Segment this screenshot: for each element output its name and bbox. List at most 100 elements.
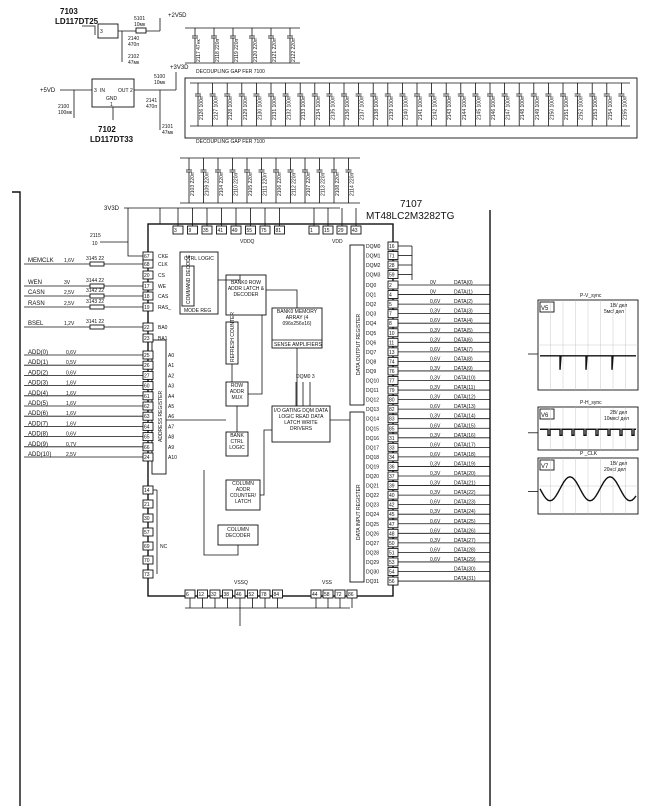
u7102-type: LD117DT33 — [90, 135, 134, 144]
cap-label: 2132 100п — [287, 96, 293, 120]
cap-label: 2127 100п — [214, 96, 220, 120]
ctrl-1-pin-name: WE — [158, 284, 167, 290]
scope-id: V5 — [541, 306, 549, 312]
dq-volt: 0,3V — [430, 481, 441, 487]
ctrl-2-pin-num: 18 — [144, 294, 150, 300]
data-output-register-block — [349, 244, 365, 406]
dq-pin-num: 33 — [389, 445, 395, 451]
dq-name: DQ11 — [366, 388, 379, 394]
dq-volt: 0V — [430, 290, 437, 296]
dq-pin-num: 2 — [389, 283, 392, 289]
chip-type: MT48LC2M3282TG — [366, 211, 455, 222]
vdd-pin-box — [308, 225, 320, 235]
dq-net: DATA(10) — [454, 376, 476, 382]
vdd-pin-box — [172, 225, 184, 235]
svg-text:10мк: 10мк — [154, 80, 166, 86]
addr-volt: 1,6V — [66, 401, 77, 407]
addr-net: ADD(9) — [28, 442, 48, 448]
cap-label: 2129 100п — [243, 96, 249, 120]
ctrl-3-pin-name: RAS_ — [158, 305, 171, 311]
addr-pin-num: 62 — [144, 404, 150, 410]
addr-net: ADD(8) — [28, 432, 48, 438]
scope-waveform — [539, 476, 637, 502]
ctrl-res-label: 3143 22 — [86, 299, 104, 305]
svg-text:1: 1 — [110, 102, 113, 108]
dq-volt: 0V — [430, 280, 437, 286]
nc-pin-box — [142, 513, 154, 523]
ctrl-resistor — [89, 283, 105, 289]
ctrl-net: RASN — [28, 301, 45, 307]
cap-label: 2104 220п — [219, 172, 225, 196]
dq-volt: 0,6V — [430, 519, 441, 525]
svg-text:2101: 2101 — [162, 124, 173, 130]
dq-net: DATA(31) — [454, 576, 476, 582]
dq-name: DQ12 — [366, 398, 379, 404]
dq-net: DATA(16) — [454, 433, 476, 439]
dq-volt: 0,3V — [430, 376, 441, 382]
addr-net: ADD(10) — [28, 452, 51, 458]
svg-text:470п: 470п — [146, 104, 157, 110]
dq-volt: 0,6V — [430, 500, 441, 506]
dq-net: DATA(23) — [454, 500, 476, 506]
svg-text:OUT: OUT — [118, 88, 129, 94]
cap-label: 2134 100п — [316, 96, 322, 120]
addr-pin-box — [142, 360, 154, 370]
ctrl-res-label: 3144 22 — [86, 278, 104, 284]
addr-volt: 1,6V — [66, 381, 77, 387]
dq-volt: 0,3V — [430, 461, 441, 467]
dq-volt: 0,6V — [430, 356, 441, 362]
ctrl-0-pin-name: CLK — [158, 262, 168, 268]
scope-waveform — [540, 428, 636, 437]
vss-pin-num: 38 — [224, 592, 230, 598]
dq-pin-num: 4 — [389, 293, 392, 299]
ctrl-4-pin-name: BA0 — [158, 325, 168, 331]
vss-pin-num: 86 — [348, 592, 354, 598]
dq-name: DQ15 — [366, 426, 379, 432]
dq-pin-num: 74 — [389, 359, 395, 365]
dq-net: DATA(18) — [454, 452, 476, 458]
svg-text:2115: 2115 — [90, 233, 101, 239]
cap-label: 2110 220п — [234, 173, 240, 196]
dq-volt: 0,6V — [430, 557, 441, 563]
addr-pin-name: A8 — [168, 435, 174, 441]
scope-scale1: 1В/ дел — [610, 303, 627, 309]
dq-net: DATA(5) — [454, 328, 473, 334]
ba1-pin-name: BA1 — [158, 336, 168, 342]
addr-volt: 0,7V — [66, 442, 77, 448]
u7103-type: LD117DT25 — [55, 17, 99, 26]
dq-pin-num: 53 — [389, 560, 395, 566]
dqm-pin-num: 16 — [389, 244, 395, 250]
dq-volt: 0,3V — [430, 538, 441, 544]
dqm-name: DQM0 — [366, 244, 381, 250]
svg-text:DATA INPUT REGISTER: DATA INPUT REGISTER — [356, 484, 362, 540]
svg-text:2: 2 — [130, 88, 133, 94]
svg-text:2141: 2141 — [146, 98, 157, 104]
vss-pin-num: 52 — [249, 592, 255, 598]
vssq-label: VSSQ — [234, 580, 248, 586]
cap-label: 2112 220п — [292, 173, 298, 196]
nc-pin-box — [142, 555, 154, 565]
cap-label: 2149 100п — [535, 96, 541, 120]
cap-label: 2141 100п — [418, 96, 424, 120]
dq-net: DATA(22) — [454, 490, 476, 496]
addr-net: ADD(6) — [28, 411, 48, 417]
bank0-row-decoder — [225, 274, 267, 316]
dq-volt: 0,3V — [430, 337, 441, 343]
addr-pin-box — [142, 452, 154, 462]
addr-pin-name: A7 — [168, 424, 174, 430]
cap-label: 2121 220п — [272, 38, 278, 62]
svg-text:ADDRESS REGISTER: ADDRESS REGISTER — [158, 390, 164, 442]
page-frame-left — [12, 191, 21, 806]
dq-name: DQ26 — [366, 531, 379, 537]
dq-volt: 0,6V — [430, 452, 441, 458]
dqm-name: DQM3 — [366, 273, 381, 279]
cap-label: 2154 100п — [608, 96, 614, 120]
dq-pin-num: 83 — [389, 417, 395, 423]
chip-ref: 7107 — [400, 199, 423, 210]
dq-name: DQ29 — [366, 560, 379, 566]
decoupling-bottom-box — [184, 77, 638, 139]
